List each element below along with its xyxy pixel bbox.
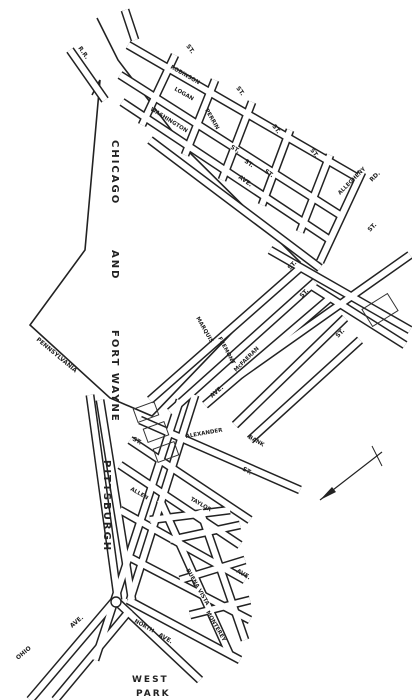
- label-st-5: ST.: [308, 147, 319, 159]
- label-st-1: ST.: [184, 43, 195, 55]
- street-network: [26, 8, 412, 700]
- label-st-2: ST.: [234, 85, 245, 97]
- label-and: AND: [109, 250, 120, 280]
- label-chicago: CHICAGO: [109, 140, 120, 205]
- label-st-11: ST.: [334, 328, 346, 340]
- label-st-8: ST.: [366, 222, 378, 234]
- label-st-13: ST.: [131, 436, 143, 447]
- label-st-7: ST.: [243, 158, 255, 169]
- city-blocks: [132, 292, 399, 463]
- north-arrow-icon: [319, 445, 383, 501]
- label-st-6: ST.: [263, 168, 275, 179]
- label-park: PARK: [136, 689, 171, 699]
- label-pittsburgh: PITTSBURGH: [101, 460, 112, 552]
- label-west: WEST: [132, 675, 169, 685]
- label-fort-wayne: FORT WAYNE: [109, 330, 120, 423]
- label-st-4: ST.: [229, 144, 241, 155]
- label-st-3: ST.: [270, 123, 281, 135]
- label-st-12: ST.: [241, 466, 253, 477]
- label-st-10: ST.: [298, 288, 310, 300]
- roundabout: [110, 596, 122, 608]
- label-st-9: ST.: [286, 260, 298, 272]
